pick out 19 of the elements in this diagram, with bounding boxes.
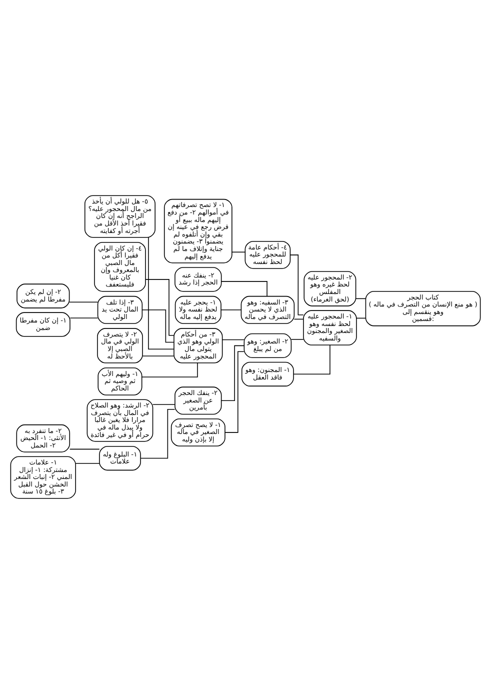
connector: [221, 345, 245, 402]
connector: [69, 448, 100, 450]
connector: [290, 254, 304, 316]
connector: [356, 318, 366, 319]
connector: [152, 404, 176, 405]
connector: [222, 339, 245, 340]
connector: [142, 362, 198, 378]
connector: [355, 298, 366, 300]
connector: [232, 252, 246, 253]
connector: [294, 318, 304, 320]
connector: [140, 408, 176, 459]
connector: [145, 279, 174, 336]
connector: [148, 237, 174, 350]
connector: [221, 281, 268, 297]
connector: [290, 338, 304, 340]
connector: [75, 463, 100, 464]
connector: [293, 344, 330, 375]
connector: [142, 310, 174, 343]
connector: [69, 302, 98, 303]
